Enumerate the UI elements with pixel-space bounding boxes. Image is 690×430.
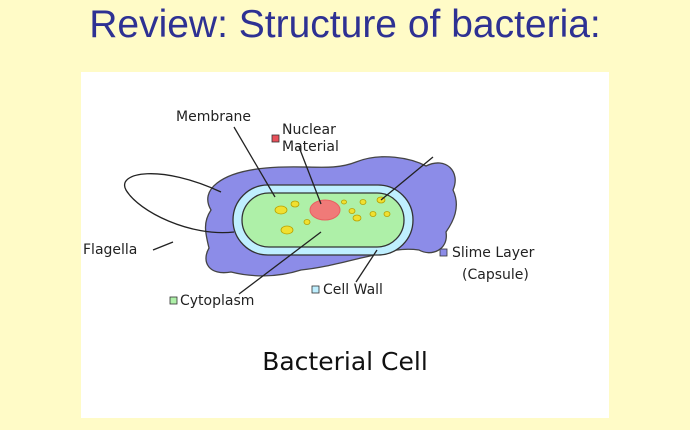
diagram-caption: Bacterial Cell — [262, 347, 428, 376]
slime-layer-leader — [380, 156, 434, 201]
nuclear-material-marker — [271, 134, 280, 143]
flagella-label: Flagella — [83, 242, 137, 258]
flagellum — [123, 173, 235, 234]
cytoplasm-leader — [238, 231, 322, 295]
flagella-leader — [152, 241, 174, 251]
cell-wall-label: Cell Wall — [323, 282, 383, 298]
cell-wall-leader — [355, 249, 378, 283]
nuclear-material-label-line1: Nuclear — [282, 122, 336, 138]
membrane-leader — [233, 126, 276, 198]
bacterial-cell-diagram: Membrane Nuclear Material Flagella Slime… — [83, 109, 535, 376]
nuclear-material — [309, 199, 341, 221]
slime-layer-label-line2: (Capsule) — [462, 267, 529, 283]
diagram-panel: Membrane Nuclear Material Flagella Slime… — [81, 72, 609, 418]
slime-layer-marker — [439, 248, 448, 257]
membrane-label: Membrane — [176, 109, 251, 125]
cytoplasm-marker — [169, 296, 178, 305]
slide-title: Review: Structure of bacteria: — [89, 3, 601, 46]
cytoplasm-label: Cytoplasm — [180, 293, 254, 309]
nuclear-material-leader — [298, 146, 322, 205]
cell-wall-marker — [311, 285, 320, 294]
slime-layer-label-line1: Slime Layer — [452, 245, 535, 261]
nuclear-material-label-line2: Material — [282, 139, 339, 155]
granules — [274, 196, 391, 235]
